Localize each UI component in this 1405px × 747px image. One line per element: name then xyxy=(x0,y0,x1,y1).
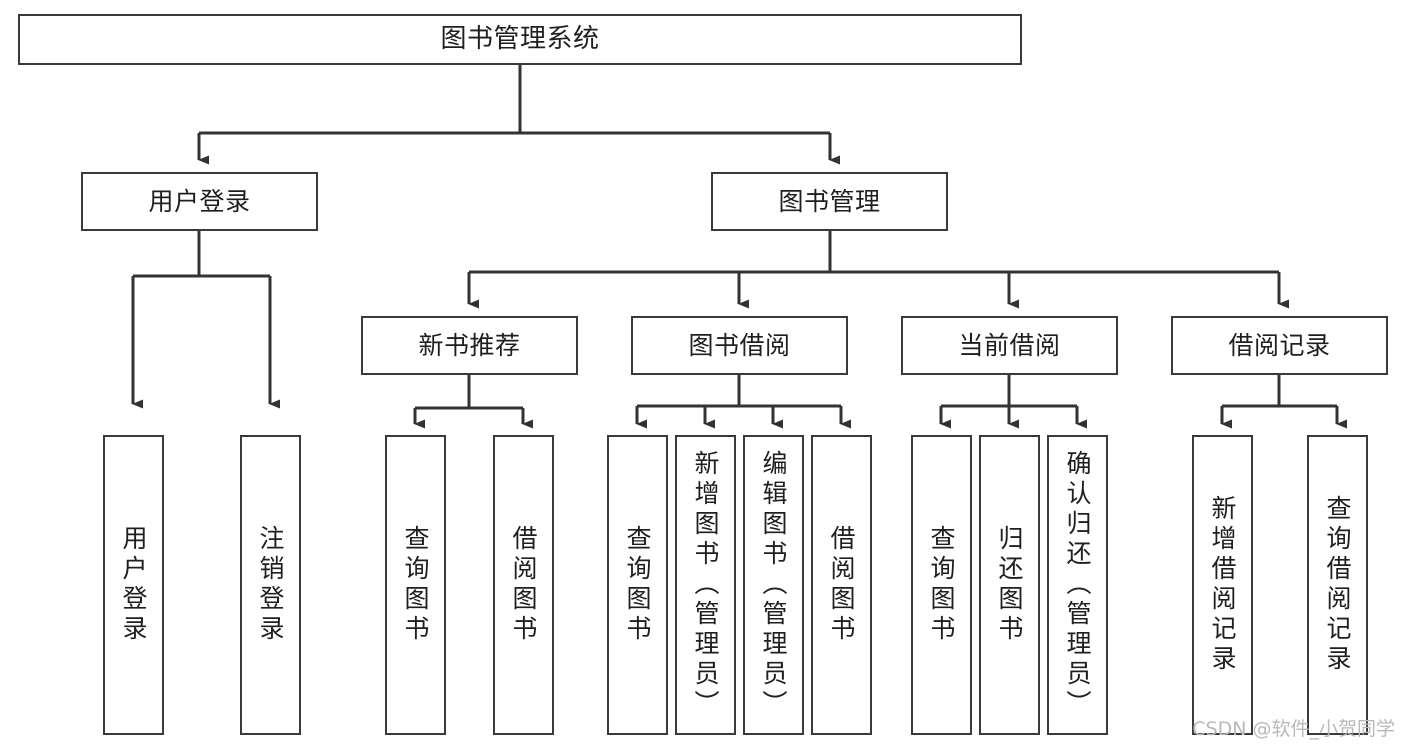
node-label: 确认归还（管理员） xyxy=(1063,450,1092,720)
node-book-borrow[interactable]: 图书借阅 xyxy=(631,316,848,375)
node-label: 查询图书 xyxy=(927,525,956,645)
node-label: 编辑图书（管理员） xyxy=(759,450,788,720)
node-label: 图书管理系统 xyxy=(440,24,600,55)
leaf-query-borrow-record[interactable]: 查询借阅记录 xyxy=(1307,435,1368,735)
leaf-add-borrow-record[interactable]: 新增借阅记录 xyxy=(1192,435,1253,735)
leaf-borrow-book-recommend[interactable]: 借阅图书 xyxy=(493,435,554,735)
node-label: 注销登录 xyxy=(256,525,285,645)
node-label: 图书管理 xyxy=(778,186,881,216)
leaf-user-login[interactable]: 用户登录 xyxy=(103,435,164,735)
node-label: 借阅记录 xyxy=(1228,330,1331,360)
node-label: 当前借阅 xyxy=(958,330,1061,360)
node-new-book-recommend[interactable]: 新书推荐 xyxy=(361,316,578,375)
node-label: 归还图书 xyxy=(995,525,1024,645)
node-root-book-management-system[interactable]: 图书管理系统 xyxy=(18,14,1022,65)
node-label: 借阅图书 xyxy=(509,525,538,645)
node-user-login[interactable]: 用户登录 xyxy=(81,172,318,231)
node-label: 图书借阅 xyxy=(688,330,791,360)
leaf-query-book-recommend[interactable]: 查询图书 xyxy=(385,435,446,735)
node-borrow-record[interactable]: 借阅记录 xyxy=(1171,316,1388,375)
node-label: 查询借阅记录 xyxy=(1323,495,1352,675)
leaf-add-book[interactable]: 新增图书（管理员） xyxy=(675,435,736,735)
leaf-query-book-current[interactable]: 查询图书 xyxy=(911,435,972,735)
node-label: 新书推荐 xyxy=(418,330,521,360)
leaf-return-book[interactable]: 归还图书 xyxy=(979,435,1040,735)
node-book-management[interactable]: 图书管理 xyxy=(711,172,948,231)
leaf-query-book-borrow[interactable]: 查询图书 xyxy=(607,435,668,735)
leaf-edit-book[interactable]: 编辑图书（管理员） xyxy=(743,435,804,735)
node-label: 查询图书 xyxy=(401,525,430,645)
node-label: 借阅图书 xyxy=(827,525,856,645)
node-label: 新增图书（管理员） xyxy=(691,450,720,720)
leaf-borrow-book[interactable]: 借阅图书 xyxy=(811,435,872,735)
node-label: 查询图书 xyxy=(623,525,652,645)
node-label: 新增借阅记录 xyxy=(1208,495,1237,675)
csdn-watermark: CSDN @软件_小贺同学 xyxy=(1192,718,1395,740)
node-current-borrow[interactable]: 当前借阅 xyxy=(901,316,1118,375)
leaf-confirm-return[interactable]: 确认归还（管理员） xyxy=(1047,435,1108,735)
node-label: 用户登录 xyxy=(148,186,251,216)
leaf-logout-login[interactable]: 注销登录 xyxy=(240,435,301,735)
node-label: 用户登录 xyxy=(119,525,148,645)
